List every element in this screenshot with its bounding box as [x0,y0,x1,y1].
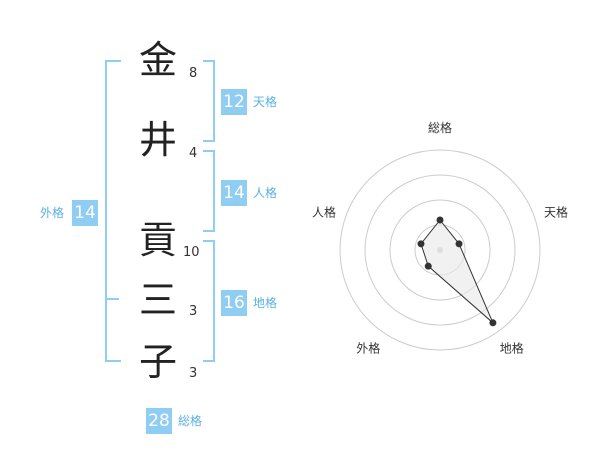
radar-axis-label-5: 人格 [312,204,336,219]
jinkaku-bracket [203,150,215,232]
tenkaku-label: 天格 [253,95,278,109]
soukaku-label: 総格 [178,414,203,428]
radar-ring-3 [364,174,516,326]
radar-axis-label-3: 地格 [500,341,524,356]
radar-ring-4 [339,149,541,351]
jinkaku-badge: 14 [221,180,247,206]
radar-axis-label-1: 総格 [428,120,452,135]
outer-bracket [105,60,121,362]
radar-point-1 [436,216,444,224]
name-char-1: 金 [138,38,177,82]
stroke-count-3: 10 [183,245,200,260]
radar-axis-label-4: 外格 [356,341,380,356]
soukaku-badge: 28 [146,408,172,434]
jinkaku-label: 人格 [253,186,278,200]
name-char-3: 貢 [138,218,177,262]
radar-point-4 [424,262,432,270]
gaikaku-badge: 14 [72,200,98,226]
stroke-count-1: 8 [189,66,198,81]
stroke-count-2: 4 [189,146,198,161]
radar-axis-label-2: 天格 [544,204,568,219]
name-char-4: 三 [138,278,177,322]
outer-bracket-divider [105,298,119,300]
stroke-count-5: 3 [189,366,198,381]
chikaku-bracket [203,240,215,362]
radar-point-3 [489,319,497,327]
gaikaku-label: 外格 [40,206,65,220]
chikaku-label: 地格 [253,296,278,310]
stroke-count-4: 3 [189,304,198,319]
name-char-5: 子 [138,340,177,384]
radar-series-polygon [420,219,494,324]
radar-point-5 [417,240,425,248]
name-char-2: 井 [138,118,177,162]
radar-point-2 [455,240,463,248]
tenkaku-badge: 12 [221,89,247,115]
tenkaku-bracket [203,60,215,142]
radar-ring-2 [389,199,491,301]
chikaku-badge: 16 [221,290,247,316]
